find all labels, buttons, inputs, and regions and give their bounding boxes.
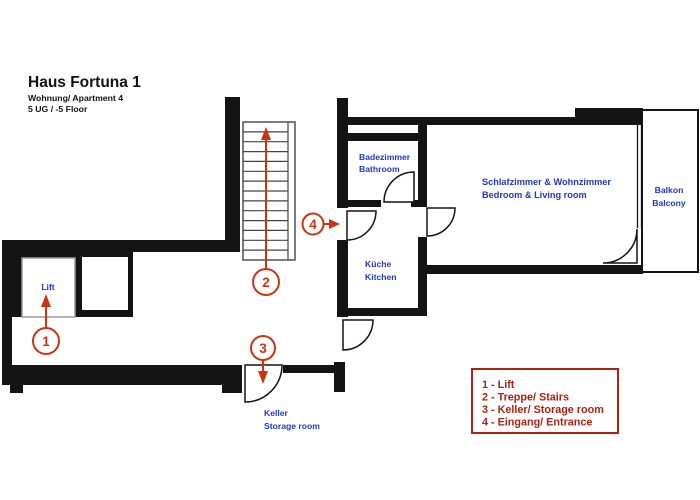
keller-label-en: Storage room bbox=[264, 421, 320, 431]
keller-label-de: Keller bbox=[264, 408, 289, 418]
legend-box bbox=[471, 368, 619, 434]
arrow-up-icon bbox=[261, 127, 271, 140]
apartment-left-wall-upper bbox=[337, 98, 348, 208]
marker-entrance: 4 bbox=[301, 212, 340, 236]
legend-item-lift: 1 - Lift bbox=[482, 379, 515, 391]
bedroom-bottom-wall bbox=[418, 265, 643, 274]
bedroom-label-de: Schlafzimmer & Wohnzimmer bbox=[482, 177, 611, 187]
marker-lift: 1 bbox=[32, 294, 60, 355]
apartment-top-wall bbox=[337, 117, 577, 125]
bathroom-bedroom-wall bbox=[418, 125, 427, 207]
corridor-bottom-wall bbox=[2, 365, 242, 385]
arrow-down-icon bbox=[258, 371, 268, 384]
legend-item-stairs: 2 - Treppe/ Stairs bbox=[482, 392, 569, 404]
bottom-wall-foot bbox=[222, 385, 242, 393]
entrance-door bbox=[346, 210, 377, 241]
kitchen-label-en: Kitchen bbox=[365, 272, 397, 282]
bottom-wall-step bbox=[10, 385, 23, 393]
bathroom-label-de: Badezimmer bbox=[359, 152, 411, 162]
page-subtitle-2: 5 UG / -5 Floor bbox=[28, 104, 88, 114]
walls bbox=[2, 97, 643, 393]
apartment-top-wall-thick bbox=[575, 108, 643, 125]
shaft-room bbox=[82, 257, 128, 310]
apartment-left-wall-lower bbox=[337, 240, 348, 317]
arrow-up-icon bbox=[41, 294, 51, 307]
stairwell-wall bbox=[225, 97, 240, 252]
bathroom-label-en: Bathroom bbox=[359, 164, 400, 174]
marker-keller: 3 bbox=[250, 335, 276, 384]
room-labels: Lift Badezimmer Bathroom Schlafzimmer & … bbox=[41, 152, 686, 431]
bathroom-bottom-wall-right bbox=[411, 200, 418, 207]
kitchen-label-de: Küche bbox=[365, 259, 391, 269]
page-title: Haus Fortuna 1 bbox=[28, 74, 141, 91]
doors bbox=[244, 171, 638, 403]
legend-item-entrance: 4 - Eingang/ Entrance bbox=[482, 417, 592, 429]
balcony-door bbox=[602, 228, 638, 264]
left-outer-wall bbox=[2, 240, 12, 385]
corridor-door bbox=[342, 319, 374, 351]
marker-2-number: 2 bbox=[262, 275, 270, 290]
kitchen-bedroom-wall bbox=[418, 237, 427, 316]
legend: 1 - Lift 2 - Treppe/ Stairs 3 - Keller/ … bbox=[471, 368, 619, 434]
balcony-label-en: Balcony bbox=[652, 198, 686, 208]
bathroom-door bbox=[383, 171, 415, 203]
marker-1-number: 1 bbox=[42, 334, 50, 349]
keller-right-wall bbox=[283, 365, 345, 373]
bedroom-door bbox=[426, 207, 456, 237]
marker-3-number: 3 bbox=[259, 341, 267, 356]
legend-item-keller: 3 - Keller/ Storage room bbox=[482, 404, 604, 416]
arrow-right-icon bbox=[329, 219, 340, 229]
header: Haus Fortuna 1 Wohnung/ Apartment 4 5 UG… bbox=[28, 74, 141, 114]
lift-room bbox=[21, 257, 76, 318]
corridor-top-wall bbox=[2, 240, 227, 252]
page-subtitle-1: Wohnung/ Apartment 4 bbox=[28, 93, 123, 103]
bedroom-label-en: Bedroom & Living room bbox=[482, 190, 587, 200]
bathroom-bottom-wall-left bbox=[343, 200, 381, 207]
stairs bbox=[242, 121, 296, 261]
keller-door bbox=[244, 364, 283, 403]
marker-4-number: 4 bbox=[309, 217, 317, 232]
balcony-label-de: Balkon bbox=[655, 185, 684, 195]
kitchen-bottom-wall bbox=[337, 308, 427, 316]
marker-stairs: 2 bbox=[252, 127, 280, 296]
apartment-left-wall-stub bbox=[334, 362, 345, 392]
lift-label: Lift bbox=[41, 282, 54, 292]
bathroom-top-wall bbox=[343, 133, 427, 141]
